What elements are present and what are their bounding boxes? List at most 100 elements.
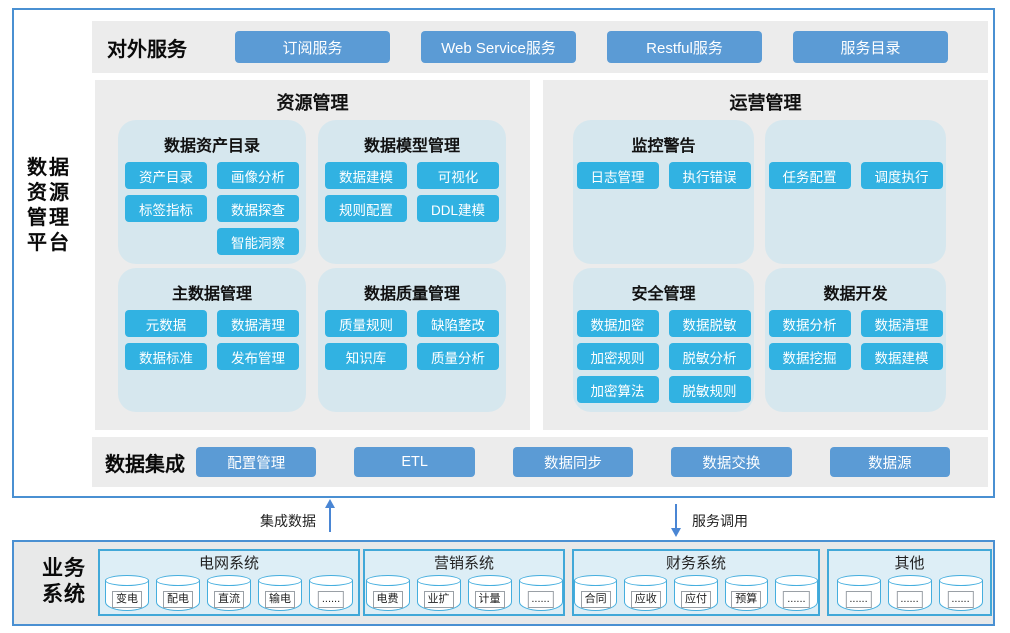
encrypt-algo-chip[interactable]: 加密算法 <box>576 376 659 403</box>
data-integration-buttons: 配置管理 ETL 数据同步 数据交换 数据源 <box>196 447 951 477</box>
task-config-chip[interactable]: 任务配置 <box>768 162 851 189</box>
platform-title: 数据资源管理平台 <box>27 157 71 254</box>
task-schedule-title <box>765 120 946 156</box>
database-cylinder-icon: 业扩 <box>416 575 461 611</box>
knowledge-base-chip[interactable]: 知识库 <box>325 343 407 370</box>
marketing-system-databases: 电费 业扩 计量 ...... <box>365 575 563 611</box>
marketing-system-group: 营销系统 电费 业扩 计量 ...... <box>363 549 565 616</box>
data-analysis-chip[interactable]: 数据分析 <box>768 310 851 337</box>
finance-system-title: 财务系统 <box>665 555 726 572</box>
mask-analysis-chip[interactable]: 脱敏分析 <box>668 343 751 370</box>
external-services-title: 对外服务 <box>107 38 187 61</box>
database-cylinder-icon: 计量 <box>467 575 512 611</box>
smart-insight-chip[interactable]: 智能洞察 <box>217 228 299 255</box>
data-standard-chip[interactable]: 数据标准 <box>125 343 207 370</box>
external-services-section: 对外服务 订阅服务 Web Service服务 Restful服务 服务目录 <box>92 21 988 73</box>
business-systems-section: 业务系统 电网系统 变电 配电 直流 输电 ...... 营销系统 电费 业扩 … <box>12 540 995 626</box>
data-dev-buttons: 数据分析 数据清理 数据挖掘 数据建模 <box>765 310 946 370</box>
defect-fix-chip[interactable]: 缺陷整改 <box>417 310 499 337</box>
db-label: 应收 <box>630 591 661 608</box>
data-quality-mgmt-buttons: 质量规则 缺陷整改 知识库 质量分析 <box>318 310 506 370</box>
external-services-buttons: 订阅服务 Web Service服务 Restful服务 服务目录 <box>235 31 948 63</box>
database-cylinder-icon: 预算 <box>724 575 768 611</box>
database-cylinder-icon: ...... <box>836 575 881 611</box>
finance-system-group: 财务系统 合同 应收 应付 预算 ...... <box>572 549 820 616</box>
master-data-mgmt-title: 主数据管理 <box>171 286 252 303</box>
db-label: ...... <box>947 591 974 608</box>
log-mgmt-chip[interactable]: 日志管理 <box>576 162 659 189</box>
security-mgmt-title: 安全管理 <box>631 286 696 303</box>
restful-service-button[interactable]: Restful服务 <box>607 31 762 63</box>
arrow-down-icon <box>671 504 681 537</box>
web-service-button[interactable]: Web Service服务 <box>421 31 576 63</box>
exec-error-chip[interactable]: 执行错误 <box>668 162 751 189</box>
data-sync-button[interactable]: 数据同步 <box>512 447 634 477</box>
data-exchange-button[interactable]: 数据交换 <box>671 447 792 477</box>
database-cylinder-icon: 变电 <box>105 575 149 611</box>
integrate-data-label: 集成数据 <box>260 513 316 529</box>
database-cylinder-icon: 输电 <box>258 575 302 611</box>
database-cylinder-icon: ...... <box>938 575 983 611</box>
config-mgmt-button[interactable]: 配置管理 <box>196 447 317 477</box>
db-label: ...... <box>527 591 554 608</box>
data-quality-mgmt-title: 数据质量管理 <box>363 286 460 303</box>
data-asset-catalog-title: 数据资产目录 <box>163 138 260 155</box>
database-cylinder-icon: ...... <box>309 575 353 611</box>
security-mgmt-buttons: 数据加密 数据脱敏 加密规则 脱敏分析 加密算法 脱敏规则 <box>573 310 754 403</box>
metadata-chip[interactable]: 元数据 <box>125 310 207 337</box>
grid-system-title: 电网系统 <box>198 555 259 572</box>
platform-border <box>12 8 995 498</box>
other-system-title: 其他 <box>894 555 925 572</box>
data-modeling-chip[interactable]: 数据建模 <box>325 162 407 189</box>
db-label: 配电 <box>163 591 193 608</box>
etl-button[interactable]: ETL <box>354 447 475 477</box>
quality-rule-chip[interactable]: 质量规则 <box>325 310 407 337</box>
data-modeling-chip[interactable]: 数据建模 <box>860 343 943 370</box>
database-cylinder-icon: 合同 <box>574 575 618 611</box>
publish-mgmt-chip[interactable]: 发布管理 <box>217 343 299 370</box>
database-cylinder-icon: ...... <box>887 575 932 611</box>
data-dev-panel: 数据开发 数据分析 数据清理 数据挖掘 数据建模 <box>765 268 946 412</box>
ddl-modeling-chip[interactable]: DDL建模 <box>417 195 499 222</box>
monitor-alert-title: 监控警告 <box>631 138 696 155</box>
data-mining-chip[interactable]: 数据挖掘 <box>768 343 851 370</box>
mask-rule-chip[interactable]: 脱敏规则 <box>668 376 751 403</box>
data-quality-mgmt-panel: 数据质量管理 质量规则 缺陷整改 知识库 质量分析 <box>318 268 506 412</box>
asset-catalog-chip[interactable]: 资产目录 <box>125 162 207 189</box>
rule-config-chip[interactable]: 规则配置 <box>325 195 407 222</box>
encrypt-rule-chip[interactable]: 加密规则 <box>576 343 659 370</box>
operation-mgmt-panel: 运营管理 监控警告 日志管理 执行错误 任务配置 调度执行 安全管理 数据加密 … <box>543 80 988 430</box>
db-label: 电费 <box>372 591 403 608</box>
database-cylinder-icon: 配电 <box>156 575 200 611</box>
master-data-mgmt-buttons: 元数据 数据清理 数据标准 发布管理 <box>118 310 306 370</box>
resource-mgmt-title: 资源管理 <box>276 93 349 113</box>
data-exploration-chip[interactable]: 数据探查 <box>217 195 299 222</box>
task-schedule-panel: 任务配置 调度执行 <box>765 120 946 264</box>
database-cylinder-icon: 电费 <box>365 575 410 611</box>
data-mask-chip[interactable]: 数据脱敏 <box>668 310 751 337</box>
database-cylinder-icon: 直流 <box>207 575 251 611</box>
database-cylinder-icon: ...... <box>518 575 563 611</box>
other-system-group: 其他 ...... ...... ...... <box>827 549 992 616</box>
marketing-system-title: 营销系统 <box>433 555 494 572</box>
monitor-alert-panel: 监控警告 日志管理 执行错误 <box>573 120 754 264</box>
data-cleaning-chip[interactable]: 数据清理 <box>860 310 943 337</box>
portrait-analysis-chip[interactable]: 画像分析 <box>217 162 299 189</box>
data-cleaning-chip[interactable]: 数据清理 <box>217 310 299 337</box>
schedule-exec-chip[interactable]: 调度执行 <box>860 162 943 189</box>
visualization-chip[interactable]: 可视化 <box>417 162 499 189</box>
operation-mgmt-title: 运营管理 <box>729 93 802 113</box>
subscribe-service-button[interactable]: 订阅服务 <box>235 31 390 63</box>
database-cylinder-icon: 应收 <box>624 575 668 611</box>
data-model-mgmt-buttons: 数据建模 可视化 规则配置 DDL建模 <box>318 162 506 222</box>
resource-mgmt-panel: 资源管理 数据资产目录 资产目录 画像分析 标签指标 数据探查 智能洞察 数据模… <box>95 80 530 430</box>
quality-analysis-chip[interactable]: 质量分析 <box>417 343 499 370</box>
service-catalog-button[interactable]: 服务目录 <box>793 31 948 63</box>
data-encrypt-chip[interactable]: 数据加密 <box>576 310 659 337</box>
tag-indicator-chip[interactable]: 标签指标 <box>125 195 207 222</box>
arrow-up-icon <box>325 499 335 532</box>
db-label: ...... <box>896 591 923 608</box>
data-source-button[interactable]: 数据源 <box>829 447 951 477</box>
data-integration-section: 数据集成 配置管理 ETL 数据同步 数据交换 数据源 <box>92 437 988 487</box>
